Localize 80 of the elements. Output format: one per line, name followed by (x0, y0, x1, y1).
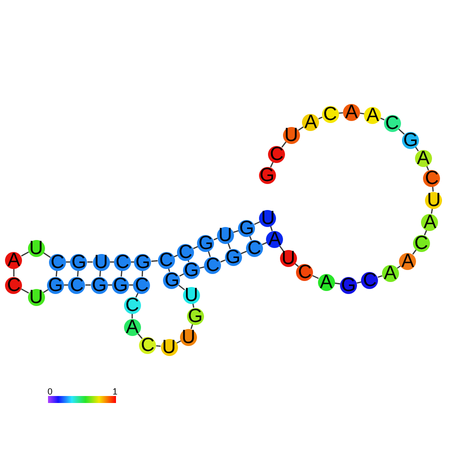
nucleotide-circle: C (384, 114, 401, 132)
backbone-line (42, 252, 51, 258)
nucleotide-circle: G (134, 254, 152, 270)
nucleotide-circle: G (197, 234, 214, 252)
nucleotide-circle: A (318, 274, 335, 290)
nucleotide-circle: A (364, 106, 382, 124)
nucleotide-circle: A (382, 264, 399, 282)
nucleotide-circle: C (114, 254, 131, 270)
backbone-line (137, 333, 143, 339)
nucleotide-circle: U (182, 286, 200, 304)
nucleotide-circle: A (302, 114, 320, 130)
backbone-line (380, 118, 385, 120)
nucleotide-circle: A (342, 104, 360, 120)
nucleotide-circle: A (414, 150, 432, 166)
nucleotide-circle: C (124, 296, 141, 314)
base-pair-line (142, 270, 144, 277)
nucleotide-circle: C (49, 254, 66, 270)
base-pair-line (120, 270, 122, 277)
nucleotide-circle: A (421, 214, 438, 230)
nucleotide-circle: C (423, 170, 440, 186)
nucleotide-circle: U (282, 126, 300, 144)
backbone-line (318, 116, 322, 120)
nucleotide-circle: C (322, 106, 339, 122)
nucleotide-circle: A (266, 230, 284, 248)
nucleotide-circle: U (216, 226, 234, 244)
nucleotide-circle: G (112, 276, 130, 294)
scale-tick-label: 1 (112, 388, 118, 396)
nucleotide-circle: C (361, 272, 378, 288)
nucleotide-circle: G (402, 132, 420, 148)
nucleotide-circle: G (90, 276, 108, 294)
nucleotide-circle: U (259, 210, 276, 226)
nucleotide-circle: C (133, 276, 150, 294)
nucleotide-circle: C (68, 276, 86, 294)
backbone-line (135, 292, 139, 298)
nucleotide-circle: G (340, 276, 357, 294)
backbone-line (132, 314, 133, 318)
base-pair-line (56, 270, 58, 277)
nucleotide-circle: C (139, 336, 156, 354)
scale-tick-label: 0 (48, 388, 52, 396)
nucleotide-circle: G (47, 276, 64, 294)
nucleotide-circle: U (28, 240, 45, 256)
nucleotide-circle: A (399, 252, 416, 270)
nucleotide-circle: C (158, 252, 175, 268)
nucleotide-circle: G (163, 272, 180, 288)
nucleotide-circle: U (280, 250, 297, 266)
nucleotide-circle: C (5, 276, 22, 294)
nucleotide-circle: U (92, 254, 110, 270)
nucleotide-circle: C (296, 264, 314, 280)
base-pair-line (99, 270, 102, 277)
nucleotide-circle: G (238, 220, 256, 236)
nucleotide-circle: G (186, 308, 204, 324)
backbone-line (178, 284, 185, 290)
nucleotide-circle: U (180, 328, 197, 346)
backbone-line (220, 260, 226, 262)
backbone-line (360, 112, 364, 114)
backbone-line (21, 288, 29, 294)
backbone-line (156, 345, 161, 347)
backbone-line (398, 128, 405, 135)
nucleotide-circle: U (425, 192, 442, 208)
backbone-line (151, 260, 158, 262)
nucleotide-circle: A (124, 318, 141, 336)
nucleotide-circle: C (412, 234, 430, 252)
nucleotide-circle: C (204, 256, 222, 274)
backbone-line (312, 275, 319, 279)
nucleotide-circle: U (28, 288, 45, 306)
backbone-line (21, 252, 29, 256)
nucleotide-circle: C (177, 244, 194, 260)
nucleotide-circle: C (246, 240, 263, 256)
nucleotide-circle: U (160, 338, 178, 356)
nucleotide-circle: G (224, 248, 242, 266)
backbone-line (334, 282, 340, 284)
base-pair-line (208, 250, 211, 258)
nucleotide-circle: G (182, 262, 200, 278)
nucleotide-circle: C (268, 146, 286, 162)
base-pair-line (77, 270, 79, 277)
backbone-line (281, 141, 287, 148)
nucleotide-circle: G (70, 254, 88, 270)
nucleotide-circle: A (5, 252, 22, 268)
base-pair-line (270, 226, 273, 232)
nucleotide-circle: G (258, 166, 276, 184)
